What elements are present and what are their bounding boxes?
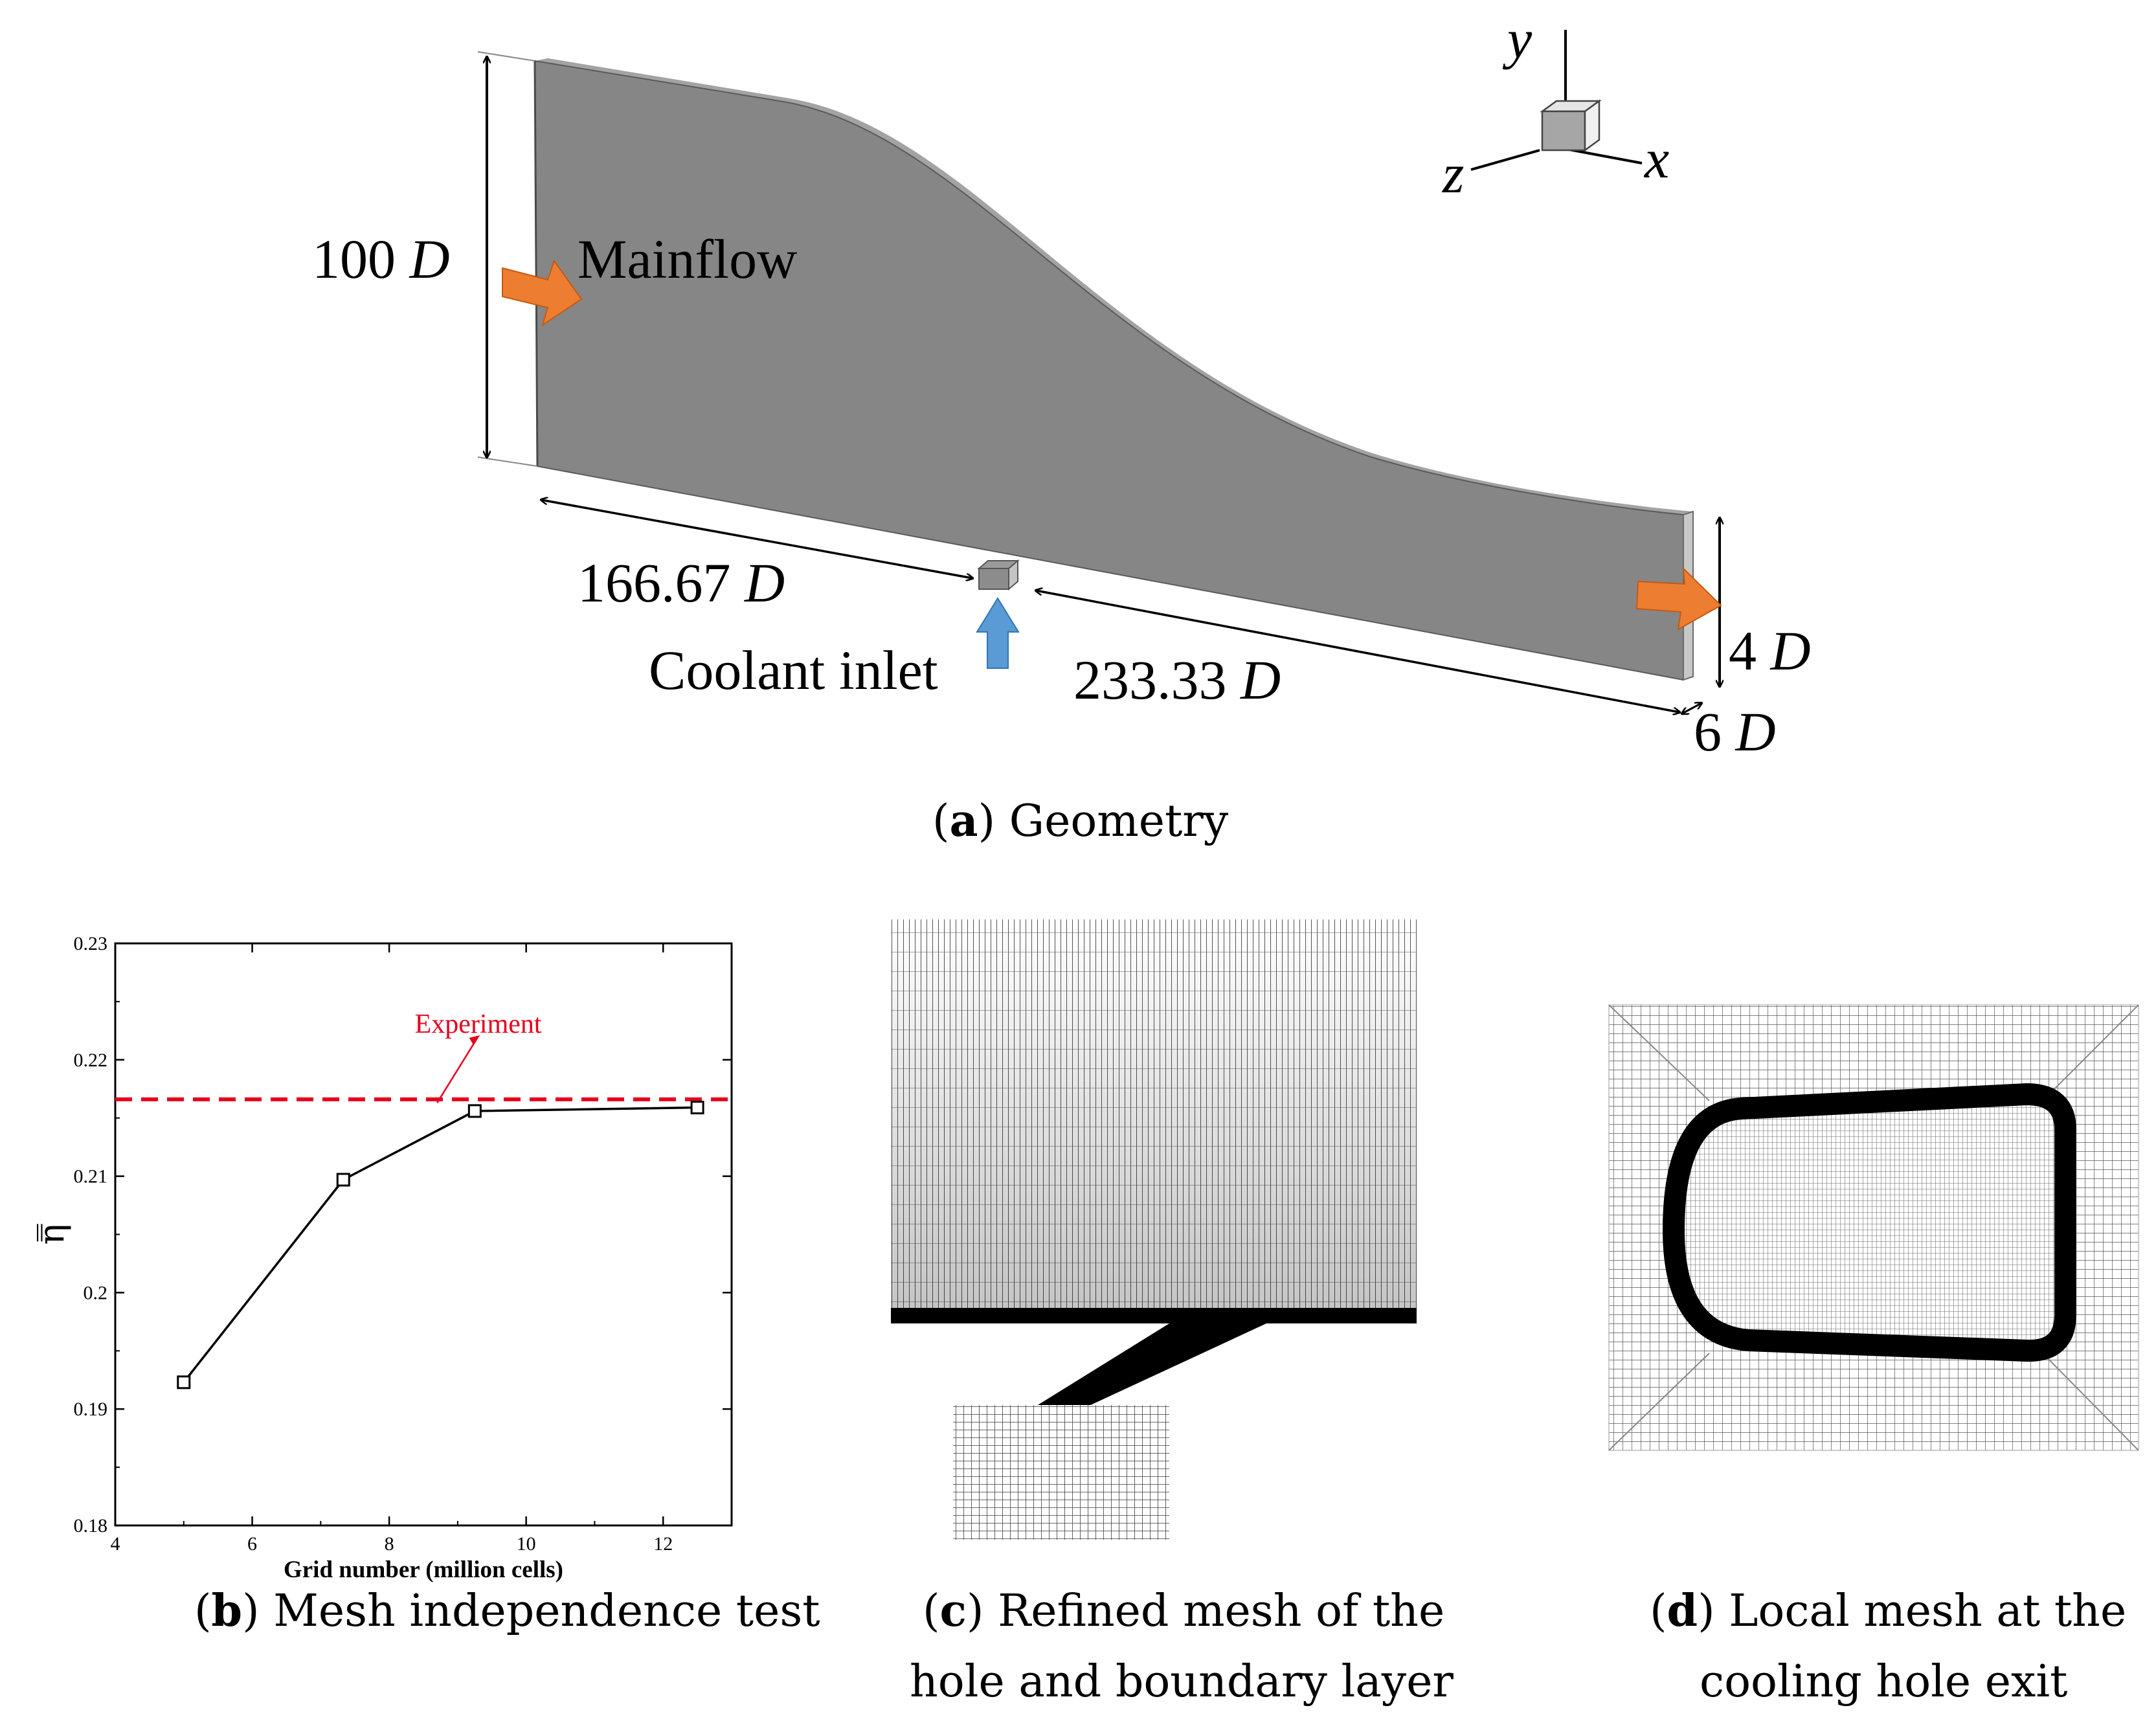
- coordinate-triad: [1470, 30, 1643, 171]
- outlet-arrow: [1635, 567, 1722, 631]
- mainflow-label: Mainflow: [578, 228, 798, 290]
- unit-symbol: D: [1241, 649, 1281, 711]
- boundary-layer-mesh: [891, 1308, 1417, 1323]
- dimension-value-upstream: 166.67: [578, 552, 731, 614]
- dimension-label-downstream: 233.33 D: [1073, 647, 1281, 712]
- dimension-label-outlet-height: 4 D: [1729, 618, 1811, 683]
- caption-a-letter: a: [949, 795, 978, 847]
- y-tick-label: 0.21: [74, 1166, 108, 1187]
- dimension-value-downstream: 233.33: [1073, 649, 1227, 711]
- x-tick-label: 4: [111, 1533, 120, 1555]
- dimension-arrow-width: [1682, 703, 1701, 714]
- caption-c-line1: (c) Refined mesh of the: [923, 1585, 1445, 1637]
- dimension-label-width: 6 D: [1694, 699, 1776, 764]
- coolant-plenum: [977, 559, 1020, 591]
- y-tick-label: 0.19: [74, 1399, 108, 1420]
- x-tick-label: 12: [653, 1533, 673, 1555]
- caption-d-line2: cooling hole exit: [1700, 1656, 2068, 1707]
- experiment-leader-line: [436, 1036, 479, 1103]
- y-axis-label: η̿: [31, 1224, 72, 1244]
- caption-a: (a) Geometry: [932, 795, 1229, 847]
- geometry-drawing: [477, 30, 2156, 842]
- experiment-leader-arrowhead: [469, 1035, 480, 1044]
- axis-label-y: y: [1507, 8, 1533, 70]
- dimension-label-height: 100 D: [312, 227, 450, 291]
- unit-symbol: D: [745, 552, 785, 614]
- dimension-arrow-downstream: [1036, 591, 1679, 712]
- caption-b: (b) Mesh independence test: [194, 1585, 820, 1637]
- dimension-arrow-upstream: [541, 500, 972, 578]
- coolant-arrow: [976, 597, 1020, 669]
- domain-side-face: [533, 60, 1684, 681]
- data-point: [336, 1173, 350, 1187]
- extension-line-top: [477, 51, 535, 62]
- caption-a-text: Geometry: [1009, 796, 1229, 847]
- coolant-inlet-label: Coolant inlet: [649, 639, 938, 701]
- unit-symbol: D: [1735, 701, 1776, 763]
- y-tick-label: 0.2: [84, 1282, 108, 1303]
- x-tick-label: 8: [385, 1533, 394, 1555]
- unit-symbol: D: [409, 228, 450, 290]
- domain-inlet-edge: [533, 60, 539, 467]
- dimension-value-height: 100: [312, 228, 396, 290]
- caption-c-text1: Refined mesh of the: [998, 1586, 1445, 1637]
- x-axis-label: Grid number (million cells): [284, 1557, 563, 1583]
- axis-label-x: x: [1645, 128, 1670, 190]
- axis-label-z: z: [1443, 142, 1465, 205]
- caption-b-text: Mesh independence test: [273, 1586, 820, 1637]
- experiment-label: Experiment: [415, 1009, 542, 1039]
- caption-d-letter: d: [1667, 1585, 1698, 1637]
- caption-c-line2: hole and boundary layer: [910, 1656, 1454, 1707]
- data-point: [690, 1101, 704, 1115]
- caption-b-letter: b: [211, 1585, 243, 1637]
- series-line: [183, 1106, 698, 1383]
- extension-line-bottom: [477, 456, 538, 467]
- y-tick-label: 0.23: [74, 933, 108, 954]
- data-point: [177, 1375, 191, 1389]
- caption-d-text1: Local mesh at the: [1729, 1586, 2127, 1637]
- mainflow-arrow: [502, 259, 583, 327]
- x-tick-label: 10: [517, 1533, 536, 1555]
- dimension-value-width: 6: [1694, 701, 1722, 763]
- x-tick-label: 6: [247, 1533, 257, 1555]
- inner-mesh-core: [1813, 1172, 1923, 1288]
- cooling-hole-mesh: [1035, 1323, 1266, 1407]
- y-tick-label: 0.18: [74, 1515, 108, 1536]
- unit-symbol: D: [1770, 620, 1811, 682]
- caption-c-letter: c: [939, 1585, 967, 1637]
- data-point: [467, 1104, 482, 1118]
- dimension-label-upstream: 166.67 D: [578, 550, 785, 615]
- dimension-value-outlet-height: 4: [1729, 620, 1757, 682]
- plenum-mesh-region: [953, 1405, 1169, 1540]
- y-tick-label: 0.22: [74, 1050, 108, 1071]
- caption-d-line1: (d) Local mesh at the: [1650, 1585, 2127, 1637]
